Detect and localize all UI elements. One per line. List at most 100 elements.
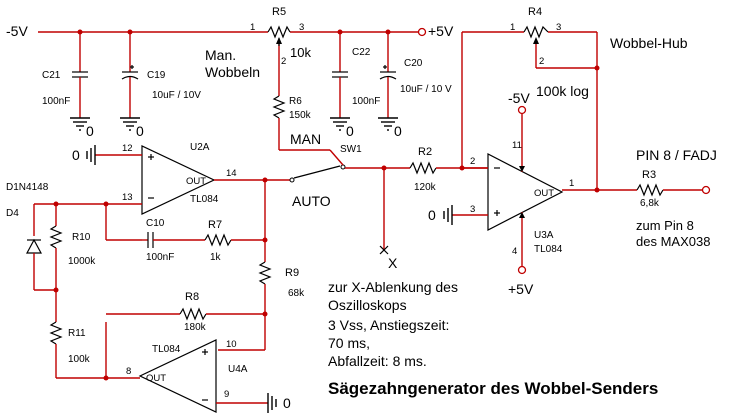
u2a-out-text: OUT (186, 176, 206, 187)
c21-value: 100nF (42, 96, 70, 107)
r6-value: 150k (289, 110, 312, 121)
d4-diode (25, 204, 59, 293)
u3a-pin4: 4 (512, 246, 517, 257)
output-note-line1: zum Pin 8 (636, 218, 694, 233)
r4-pin1: 1 (510, 22, 515, 33)
c19-capacitor (121, 32, 139, 118)
r4-potentiometer (461, 25, 600, 193)
u2a-part: TL084 (190, 194, 219, 205)
u2a-ref: U2A (190, 142, 210, 153)
r5-pin2: 2 (281, 56, 286, 67)
gnd-u2a: 0 (72, 147, 80, 163)
r5-label-line2: Wobbeln (205, 64, 260, 80)
r10-resistor (49, 204, 63, 322)
u2a-pin14: 14 (226, 168, 237, 179)
note-line5: Abfallzeit: 8 ms. (328, 353, 427, 369)
r9-resistor (218, 261, 272, 351)
r4-value: 100k log (536, 83, 589, 99)
gnd-u3a: 0 (428, 207, 436, 223)
c22-ref: C22 (352, 47, 371, 58)
neg5-rail (38, 29, 418, 35)
r8-ref: R8 (185, 291, 199, 303)
r5-potentiometer (267, 25, 291, 96)
c21-ref: C21 (42, 70, 61, 81)
r3-value: 6,8k (640, 198, 660, 209)
u4a-pin8: 8 (126, 366, 131, 377)
r4-pin2: 2 (539, 56, 544, 67)
u2a-output-wire (214, 177, 290, 262)
d4-part: D1N4148 (6, 182, 49, 193)
pos5-connector (417, 27, 427, 37)
pos5-label: +5V (428, 23, 454, 39)
r5-value: 10k (290, 45, 311, 60)
c20-capacitor (379, 32, 397, 118)
r3-ref: R3 (642, 169, 656, 181)
u3a-part: TL084 (534, 244, 563, 255)
u3a-pin2: 2 (470, 156, 475, 167)
u3a-opamp (462, 153, 637, 231)
ground-symbols-top (70, 117, 398, 131)
sw1-switch[interactable] (289, 149, 410, 250)
u3a-ref: U3A (534, 230, 554, 241)
u4a-out-text: OUT (146, 373, 166, 384)
u2a-plus-ground (86, 145, 142, 165)
note-line2: Oszilloskops (328, 297, 407, 313)
schematic-title: Sägezahngenerator des Wobbel-Senders (328, 379, 658, 398)
c20-ref: C20 (404, 58, 423, 69)
r6-ref: R6 (289, 96, 302, 107)
sw1-man-label: MAN (290, 131, 321, 147)
gnd-u4a: 0 (283, 395, 291, 411)
r5-pin1: 1 (250, 22, 255, 33)
r11-value: 100k (68, 354, 91, 365)
c22-capacitor (332, 32, 348, 118)
r7-value: 1k (210, 252, 222, 263)
r3-resistor (636, 183, 711, 197)
c22-value: 100nF (352, 96, 380, 107)
c10-ref: C10 (146, 218, 165, 229)
c20-value: 10uF / 10 V (400, 84, 452, 95)
r8-value: 180k (184, 322, 207, 333)
r7-ref: R7 (208, 219, 222, 231)
d4-ref: D4 (6, 208, 19, 219)
c10-value: 100nF (146, 252, 174, 263)
u3a-pin1: 1 (569, 178, 574, 189)
r4-pin3: 3 (556, 22, 561, 33)
r9-value: 68k (288, 288, 305, 299)
u4a-part: TL084 (152, 344, 181, 355)
gnd-c19: 0 (136, 123, 144, 139)
r2-ref: R2 (418, 146, 432, 158)
u4a-minus-ground (216, 393, 277, 413)
c21-capacitor (72, 32, 88, 118)
u3a-pin3: 3 (470, 204, 475, 215)
u3a-supply-pins (517, 105, 527, 275)
u4a-ref: U4A (228, 364, 248, 375)
r9-ref: R9 (285, 267, 299, 279)
x-output-label: X (388, 255, 398, 271)
u3a-vneg-label: -5V (508, 90, 530, 106)
x-output-connector (379, 245, 389, 255)
r5-pin3: 3 (299, 22, 304, 33)
output-note-line2: des MAX038 (636, 234, 710, 249)
r8-resistor (106, 307, 265, 321)
r4-label: Wobbel-Hub (610, 35, 688, 51)
r2-value: 120k (414, 182, 437, 193)
r11-ref: R11 (68, 328, 86, 339)
sw1-auto-label: AUTO (292, 193, 331, 209)
r6-resistor (272, 95, 330, 151)
u3a-vpos-label: +5V (508, 281, 534, 297)
u2a-minus-network (34, 201, 142, 241)
r4-ref: R4 (528, 6, 542, 18)
u2a-pin13: 13 (122, 192, 133, 203)
u3a-pin11: 11 (512, 140, 522, 151)
note-line4: 70 ms, (328, 335, 370, 351)
sw1-ref: SW1 (340, 144, 362, 155)
r11-resistor (49, 321, 140, 381)
u4a-opamp (138, 339, 217, 413)
c10-r7-branch (142, 232, 265, 248)
u4a-pin9: 9 (224, 389, 229, 400)
c19-ref: C19 (147, 70, 166, 81)
gnd-c22: 0 (346, 123, 354, 139)
u2a-pin12: 12 (122, 143, 133, 154)
